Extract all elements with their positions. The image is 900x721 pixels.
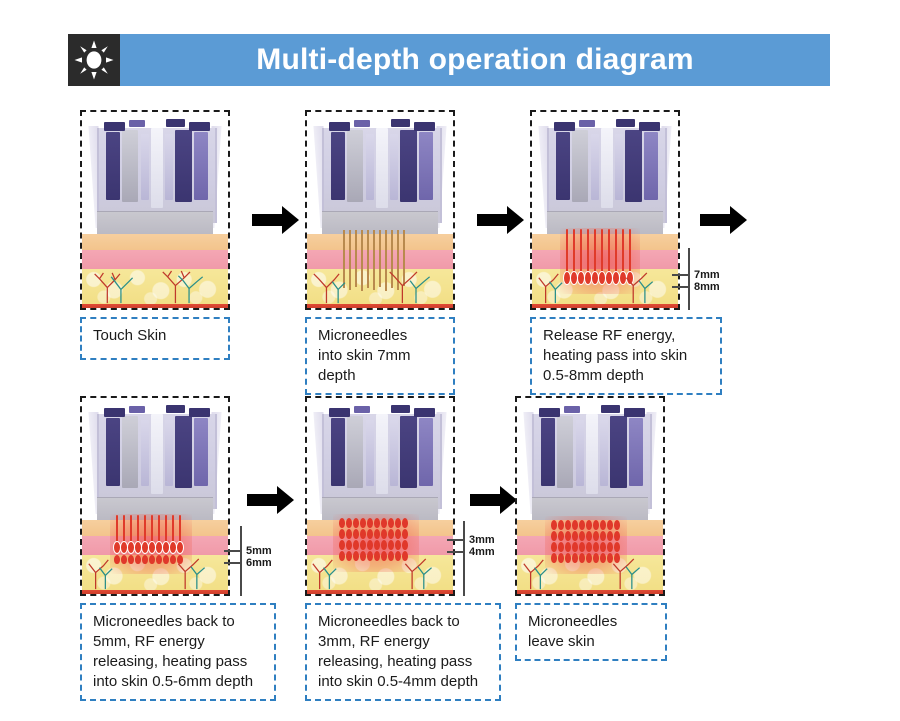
caption-line: Microneedles back to <box>318 613 460 630</box>
caption-line: releasing, heating pass <box>93 653 248 670</box>
caption-line: Release RF energy, <box>543 327 676 344</box>
caption-line: Touch Skin <box>93 327 167 344</box>
step-3-figure <box>530 110 680 310</box>
step-panel-6: Microneedles leave skin <box>515 396 670 661</box>
handpiece-device-3 <box>538 116 672 239</box>
skin-cross-section-5 <box>307 513 453 594</box>
step-6-caption: Microneedles leave skin <box>515 603 667 661</box>
bracket-label: 5mm <box>246 545 272 557</box>
handpiece-device-2 <box>313 116 447 239</box>
sun-icon <box>68 34 120 86</box>
handpiece-device-1 <box>88 116 222 239</box>
caption-line: Microneedles <box>318 327 408 344</box>
step-panel-3: 7mm 8mm Release RF energy, heating pass … <box>530 110 730 395</box>
caption-line: heating pass into skin <box>543 347 688 364</box>
caption-line: releasing, heating pass <box>318 653 473 670</box>
step-5-caption: Microneedles back to 3mm, RF energy rele… <box>305 603 501 701</box>
skin-cross-section-3 <box>532 227 678 308</box>
caption-line: Microneedles back to <box>93 613 235 630</box>
caption-line: 0.5-8mm depth <box>543 367 644 384</box>
step-panel-4: 5mm 6mm Microneedles back to 5mm, RF ene… <box>80 396 280 701</box>
skin-cross-section-2 <box>307 229 453 308</box>
bracket-label: 8mm <box>694 281 720 293</box>
page-title: Multi-depth operation diagram <box>256 43 694 76</box>
step-6-figure <box>515 396 665 596</box>
flow-arrow-2 <box>477 205 525 235</box>
step-5-figure <box>305 396 455 596</box>
step-2-figure <box>305 110 455 310</box>
step-3-caption: Release RF energy, heating pass into ski… <box>530 317 722 395</box>
bracket-label: 7mm <box>694 269 720 281</box>
step-panel-1: Touch Skin <box>80 110 230 360</box>
step-panel-5: 3mm 4mm Microneedles back to 3mm, RF ene… <box>305 396 505 701</box>
skin-cross-section-6 <box>517 515 663 594</box>
step-1-figure <box>80 110 230 310</box>
bracket-label: 4mm <box>469 546 495 558</box>
step-panel-2: Microneedles into skin 7mm depth <box>305 110 455 395</box>
handpiece-device-4 <box>88 402 222 525</box>
caption-line: depth <box>318 367 356 384</box>
caption-line: into skin 0.5-4mm depth <box>318 673 479 690</box>
caption-line: Microneedles <box>528 613 618 630</box>
step-2-caption: Microneedles into skin 7mm depth <box>305 317 455 395</box>
step-4-figure <box>80 396 230 596</box>
page-header: Multi-depth operation diagram <box>68 34 830 86</box>
caption-line: into skin 0.5-6mm depth <box>93 673 254 690</box>
flow-arrow-5 <box>470 485 518 515</box>
flow-arrow-4 <box>247 485 295 515</box>
caption-line: leave skin <box>528 633 595 650</box>
caption-line: 5mm, RF energy <box>93 633 205 650</box>
skin-cross-section-4 <box>82 513 228 594</box>
skin-cross-section-1 <box>82 233 228 308</box>
step-4-caption: Microneedles back to 5mm, RF energy rele… <box>80 603 276 701</box>
step-1-caption: Touch Skin <box>80 317 230 360</box>
handpiece-device-5 <box>313 402 447 525</box>
caption-line: 3mm, RF energy <box>318 633 430 650</box>
caption-line: into skin 7mm <box>318 347 411 364</box>
handpiece-device-6 <box>523 402 657 525</box>
bracket-label: 6mm <box>246 557 272 569</box>
flow-arrow-1 <box>252 205 300 235</box>
header-title-bar: Multi-depth operation diagram <box>120 34 830 86</box>
bracket-label: 3mm <box>469 534 495 546</box>
flow-arrow-3 <box>700 205 748 235</box>
